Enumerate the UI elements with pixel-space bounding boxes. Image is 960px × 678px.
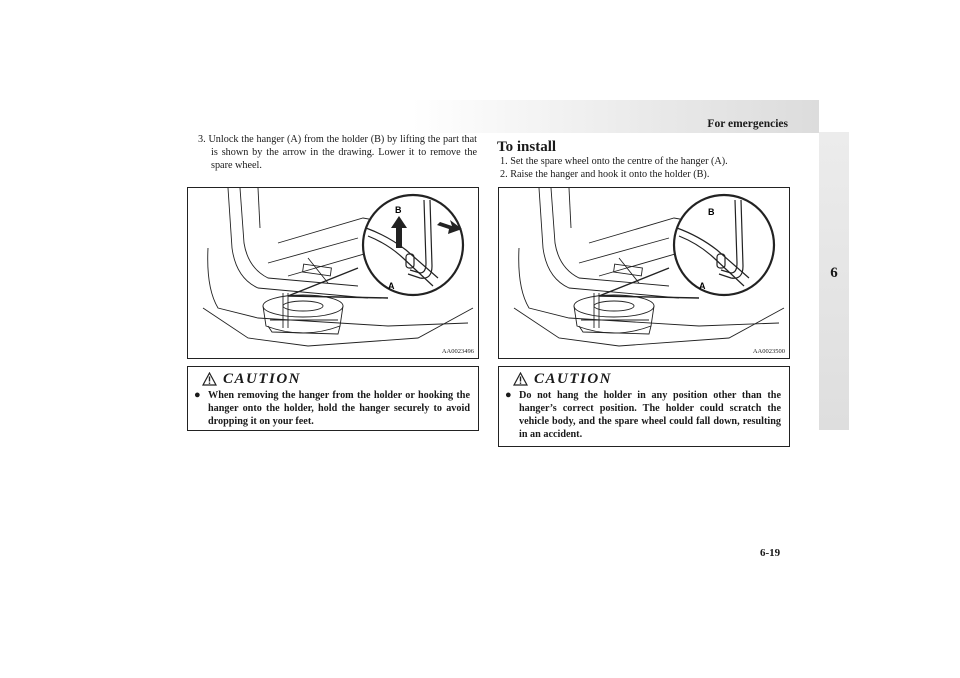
hanger-removal-illustration: B A AA0023496 bbox=[187, 187, 479, 359]
lift-arrow-icon bbox=[391, 216, 407, 248]
warning-triangle-icon bbox=[513, 372, 528, 386]
vehicle-rear-drawing: B A bbox=[513, 187, 785, 347]
step-3-text: 3. Unlock the hanger (A) from the holder… bbox=[198, 134, 477, 171]
label-b: B bbox=[708, 207, 715, 217]
label-a: A bbox=[699, 281, 706, 291]
vehicle-rear-drawing: B A bbox=[202, 187, 474, 347]
hanger-install-illustration: B A AA0023500 bbox=[498, 187, 790, 359]
caution-text-block: ● When removing the hanger from the hold… bbox=[194, 389, 470, 428]
caution-text-block: ● Do not hang the holder in any position… bbox=[505, 389, 781, 441]
release-arrow-icon bbox=[437, 220, 462, 234]
caution-title: CAUTION bbox=[223, 371, 302, 387]
section-title: For emergencies bbox=[707, 118, 788, 130]
figure-code: AA0023496 bbox=[441, 348, 474, 355]
caution-box: CAUTION ● Do not hang the holder in any … bbox=[498, 366, 790, 447]
caution-header: CAUTION bbox=[188, 369, 478, 387]
caution-title: CAUTION bbox=[534, 371, 613, 387]
caution-header: CAUTION bbox=[499, 369, 789, 387]
right-column: To install 1. Set the spare wheel onto t… bbox=[497, 139, 788, 181]
page-number: 6-19 bbox=[760, 547, 781, 559]
caution-box: CAUTION ● When removing the hanger from … bbox=[187, 366, 479, 431]
caution-text: When removing the hanger from the holder… bbox=[208, 390, 470, 427]
chapter-tab: 6 bbox=[819, 132, 849, 430]
left-column: 3. Unlock the hanger (A) from the holder… bbox=[187, 133, 477, 172]
label-a: A bbox=[388, 281, 395, 291]
chapter-number: 6 bbox=[830, 265, 838, 281]
step-1-text: 1. Set the spare wheel onto the centre o… bbox=[500, 156, 728, 167]
label-b: B bbox=[395, 205, 402, 215]
install-heading: To install bbox=[497, 139, 557, 155]
figure-code: AA0023500 bbox=[752, 348, 785, 355]
bullet-icon: ● bbox=[194, 389, 201, 401]
header-band bbox=[412, 100, 819, 133]
caution-text: Do not hang the holder in any position o… bbox=[519, 390, 781, 440]
bullet-icon: ● bbox=[505, 389, 512, 401]
warning-triangle-icon bbox=[202, 372, 217, 386]
install-steps: 1. Set the spare wheel onto the centre o… bbox=[498, 155, 788, 181]
step-2-text: 2. Raise the hanger and hook it onto the… bbox=[500, 169, 710, 180]
